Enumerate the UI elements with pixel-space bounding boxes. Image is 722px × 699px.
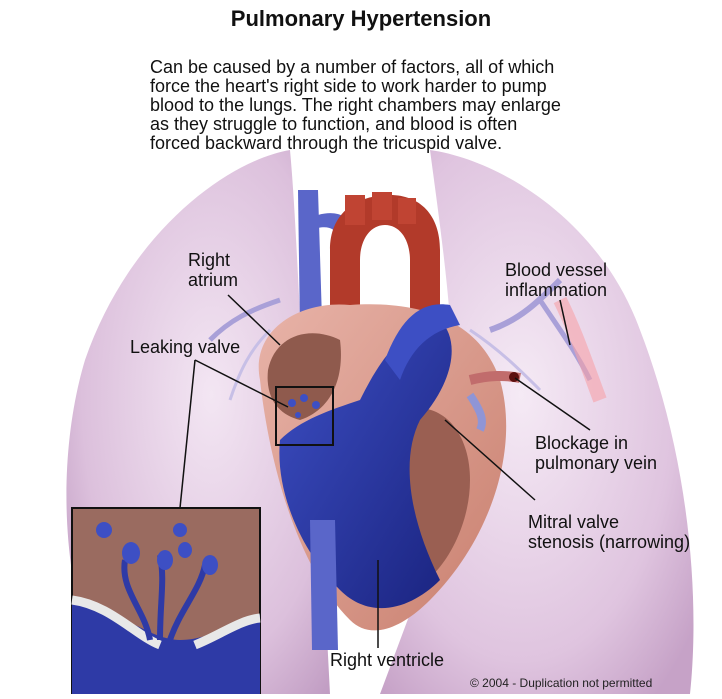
description: Can be caused by a number of factors, al… (150, 58, 670, 153)
description-line: blood to the lungs. The right chambers m… (150, 96, 670, 115)
label-line: Right (188, 250, 238, 270)
label-line: Blood vessel (505, 260, 607, 280)
label-mitral-valve: Mitral valve stenosis (narrowing) (528, 512, 690, 552)
description-line: forced backward through the tricuspid va… (150, 134, 670, 153)
label-right-atrium: Right atrium (188, 250, 238, 290)
description-line: force the heart's right side to work har… (150, 77, 670, 96)
label-line: inflammation (505, 280, 607, 300)
label-line: Blockage in (535, 433, 657, 453)
copyright-notice: © 2004 - Duplication not permitted (470, 676, 652, 690)
inferior-vena-cava (310, 520, 338, 650)
label-blockage: Blockage in pulmonary vein (535, 433, 657, 473)
description-line: Can be caused by a number of factors, al… (150, 58, 670, 77)
label-line: Mitral valve (528, 512, 690, 532)
label-line: pulmonary vein (535, 453, 657, 473)
page-title: Pulmonary Hypertension (0, 6, 722, 32)
label-right-ventricle: Right ventricle (330, 650, 444, 670)
description-line: as they struggle to function, and blood … (150, 115, 670, 134)
label-line: atrium (188, 270, 238, 290)
label-blood-vessel-inflammation: Blood vessel inflammation (505, 260, 607, 300)
label-leaking-valve: Leaking valve (130, 337, 240, 357)
label-line: stenosis (narrowing) (528, 532, 690, 552)
